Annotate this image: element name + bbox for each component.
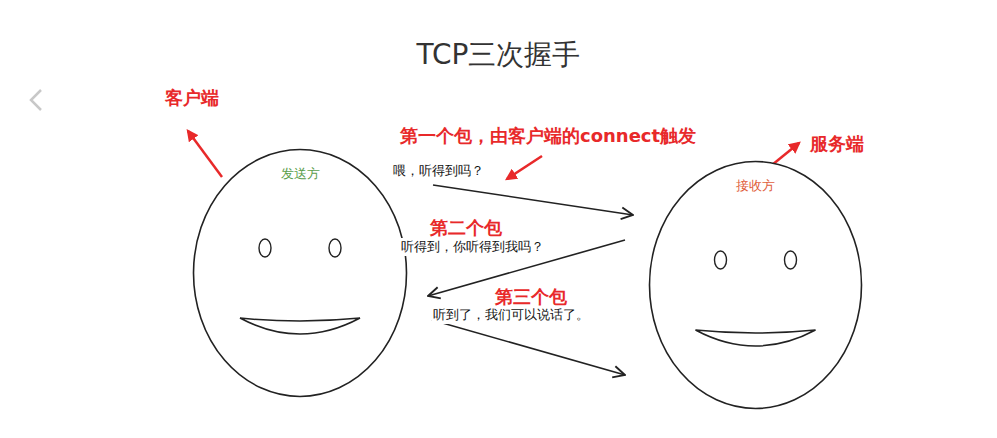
- leader-arrow: [772, 143, 799, 165]
- face-outline: [648, 160, 863, 410]
- packet-arrow: [432, 320, 625, 375]
- face-eye: [785, 251, 797, 269]
- leader-arrow: [188, 131, 222, 177]
- callout-label: 服务端: [810, 132, 864, 156]
- leader-arrow: [507, 156, 542, 179]
- callout-label: 第二个包: [430, 216, 502, 240]
- face-outline: [192, 148, 408, 398]
- face-smile: [696, 330, 816, 346]
- face-node: 发送方: [192, 148, 408, 398]
- node-label: 接收方: [648, 177, 863, 195]
- face-eye: [715, 251, 727, 269]
- face-node: 接收方: [648, 160, 863, 410]
- face-smile: [240, 318, 360, 334]
- packet-arrow: [433, 185, 633, 215]
- face-eye: [259, 239, 271, 257]
- message-label: 喂，听得到吗？: [392, 162, 485, 180]
- face-oval: [194, 150, 407, 397]
- message-label: 听到了，我们可以说话了。: [432, 306, 590, 324]
- callout-label: 第一个包，由客户端的connect触发: [400, 124, 696, 148]
- back-chevron: [31, 90, 41, 110]
- node-label: 发送方: [192, 165, 408, 183]
- callout-label: 客户端: [165, 86, 219, 110]
- face-eye: [329, 239, 341, 257]
- message-label: 听得到，你听得到我吗？: [400, 238, 545, 256]
- face-oval: [650, 162, 862, 409]
- diagram-title: TCP三次握手: [0, 36, 997, 74]
